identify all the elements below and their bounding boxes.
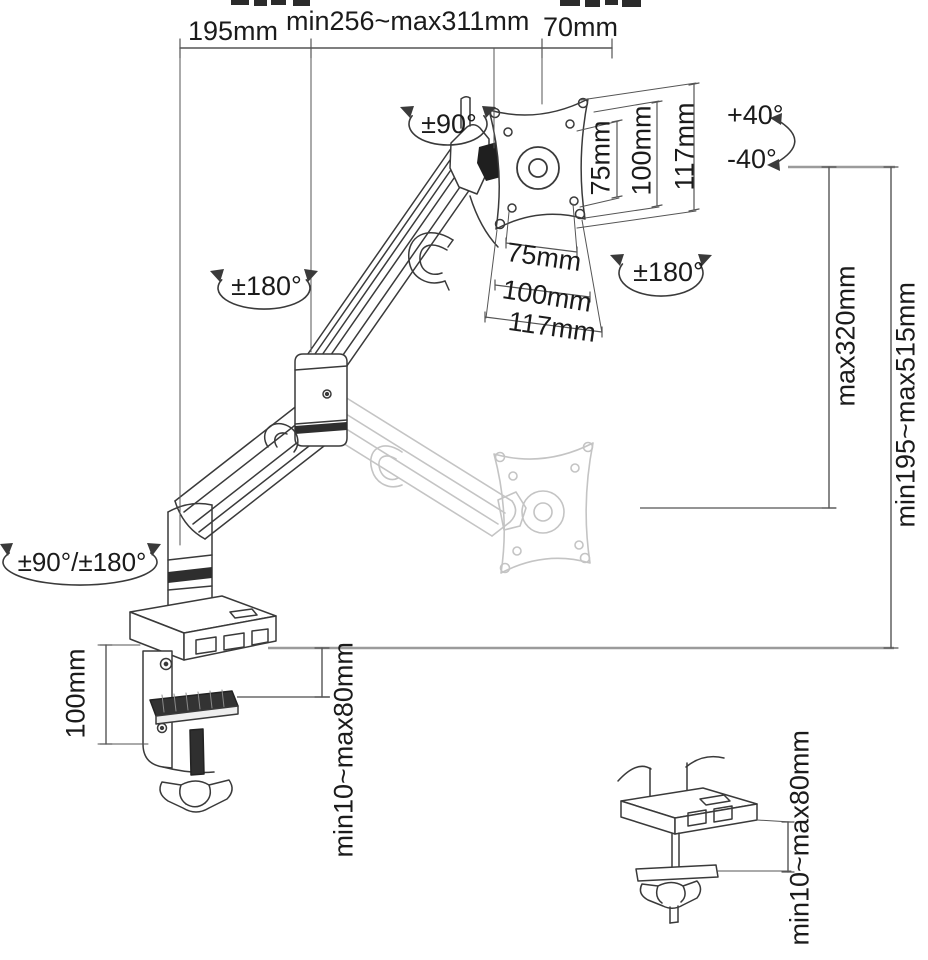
- dim-label-clamp-height: 100mm: [60, 648, 91, 739]
- dim-label-extension-range: min256~max311mm: [286, 6, 530, 36]
- cable-hooks: [263, 231, 454, 453]
- dim-label-vesa-v117: 117mm: [669, 102, 700, 191]
- grommet-mount-detail: [617, 755, 758, 924]
- rotation-label-tilt-up: +40°: [727, 100, 784, 130]
- dim-label-vesa-v100: 100mm: [626, 105, 657, 196]
- riser-post: [167, 502, 213, 619]
- dim-label-clamp-desk-thickness: min10~max80mm: [328, 642, 359, 858]
- dimension-lines: [97, 38, 899, 873]
- dim-label-grommet-desk-thickness: min10~max80mm: [784, 730, 815, 946]
- dim-label-reach-195: 195mm: [188, 16, 279, 46]
- rotation-label-head: ±180°: [633, 257, 704, 287]
- faded-arm-lowered-position: [316, 391, 594, 574]
- elbow-rotation-arrow: [217, 279, 311, 310]
- vesa-swivel-arrow: [408, 115, 488, 146]
- cropped-text-artifact: [231, 0, 641, 7]
- dim-label-height-range: min195~max515mm: [890, 282, 921, 528]
- elbow-joint: [294, 353, 348, 447]
- rotation-arrows: [0, 106, 796, 586]
- dim-label-vesa-v75: 75mm: [585, 120, 616, 196]
- rotation-label-elbow: ±180°: [231, 271, 302, 301]
- desk-clamp-base: [129, 595, 277, 813]
- desk-surface-lines: [237, 165, 895, 698]
- base-rotation-arrow: [2, 552, 158, 586]
- dim-label-head-offset-70: 70mm: [543, 12, 619, 42]
- vesa-plate: [488, 97, 589, 230]
- rotation-label-vesa-swivel: ±90°: [421, 109, 477, 139]
- head-rotation-arrow: [618, 263, 704, 297]
- dim-label-lift-max: max320mm: [830, 265, 861, 407]
- rotation-label-tilt-down: -40°: [727, 144, 777, 174]
- rotation-label-base: ±90°/±180°: [17, 547, 147, 577]
- tilt-arrow: [775, 120, 796, 164]
